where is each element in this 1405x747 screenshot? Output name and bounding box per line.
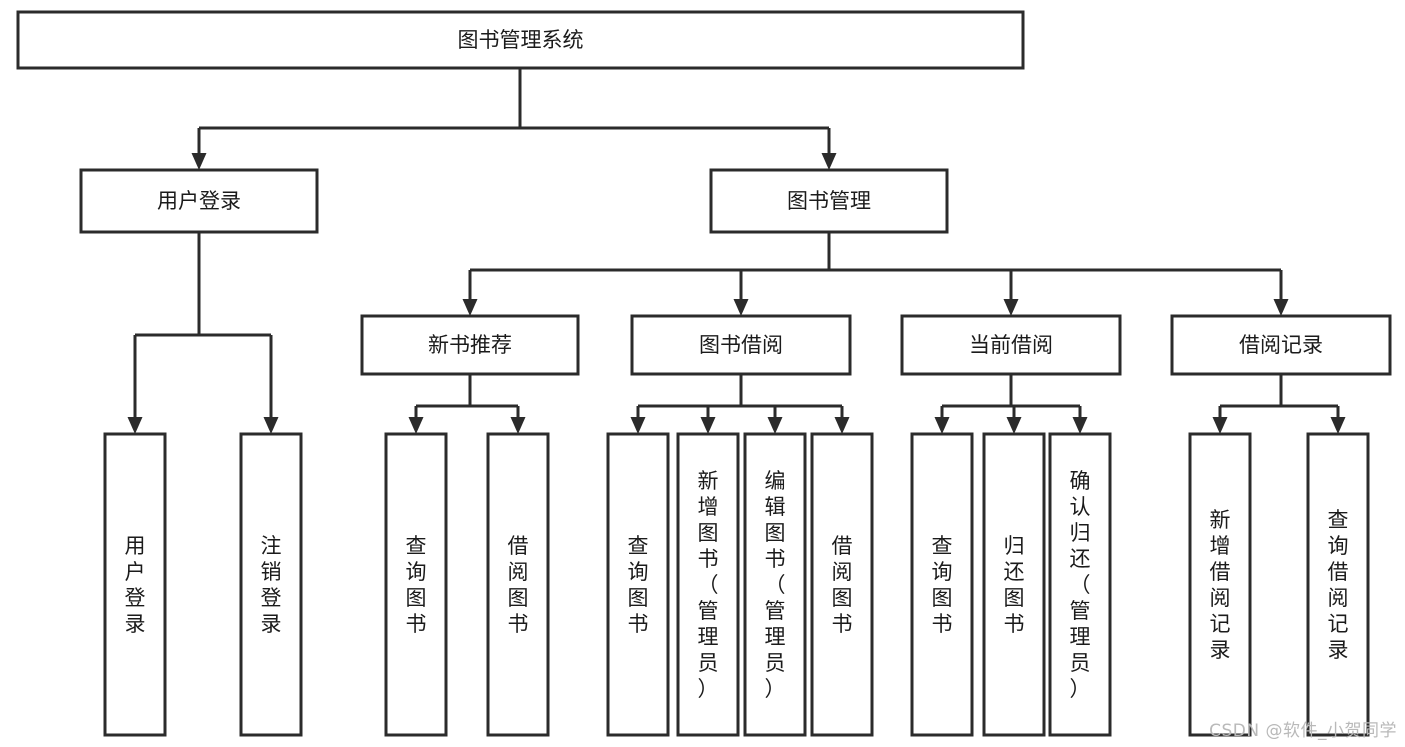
arrow-head-icon bbox=[1006, 417, 1022, 434]
node-box bbox=[79, 168, 319, 234]
node-label: 查询借阅记录 bbox=[1328, 508, 1349, 662]
node-label: 查询图书 bbox=[406, 534, 427, 636]
node-leaf-借阅图书[interactable]: 借阅图书 bbox=[810, 432, 874, 737]
node-box bbox=[1188, 432, 1252, 737]
connector-borrow-to-leaves bbox=[630, 374, 850, 434]
connector-bookmgmt-to-level3 bbox=[462, 232, 1289, 316]
node-box bbox=[982, 432, 1046, 737]
node-leaf-查询图书[interactable]: 查询图书 bbox=[384, 432, 448, 737]
node-level3-当前借阅[interactable]: 当前借阅 bbox=[900, 314, 1122, 376]
arrow-head-icon bbox=[1072, 417, 1088, 434]
node-label: 注销登录 bbox=[261, 534, 282, 636]
connector-layer bbox=[127, 68, 1346, 434]
arrow-head-icon bbox=[1330, 417, 1346, 434]
node-label: 查询图书 bbox=[932, 534, 953, 636]
node-box bbox=[910, 432, 974, 737]
node-box bbox=[1048, 432, 1112, 737]
arrow-head-icon bbox=[462, 299, 478, 316]
connector-userlogin-to-leaves bbox=[127, 232, 279, 434]
node-level3-新书推荐[interactable]: 新书推荐 bbox=[360, 314, 580, 376]
arrow-head-icon bbox=[700, 417, 716, 434]
node-leaf-用户登录[interactable]: 用户登录 bbox=[103, 432, 167, 737]
node-level2-用户登录[interactable]: 用户登录 bbox=[79, 168, 319, 234]
node-level2-图书管理[interactable]: 图书管理 bbox=[709, 168, 949, 234]
arrow-head-icon bbox=[127, 417, 143, 434]
node-box bbox=[103, 432, 167, 737]
node-leaf-新增图书管理员[interactable]: 新增图书（管理员） bbox=[676, 432, 740, 737]
connector-root-to-level2 bbox=[191, 68, 837, 170]
arrow-head-icon bbox=[767, 417, 783, 434]
node-label: 借阅图书 bbox=[508, 534, 529, 636]
node-label: 图书管理系统 bbox=[458, 28, 584, 52]
node-box bbox=[1170, 314, 1392, 376]
node-label: 图书管理 bbox=[787, 189, 871, 213]
node-box bbox=[384, 432, 448, 737]
node-box bbox=[1306, 432, 1370, 737]
node-box bbox=[630, 314, 852, 376]
node-leaf-查询图书[interactable]: 查询图书 bbox=[606, 432, 670, 737]
arrow-head-icon bbox=[934, 417, 950, 434]
node-box bbox=[486, 432, 550, 737]
arrow-head-icon bbox=[191, 153, 207, 170]
node-box bbox=[360, 314, 580, 376]
node-leaf-查询借阅记录[interactable]: 查询借阅记录 bbox=[1306, 432, 1370, 737]
node-label: 图书借阅 bbox=[699, 333, 783, 357]
node-label: 编辑图书（管理员） bbox=[765, 469, 786, 701]
node-label: 新增图书（管理员） bbox=[698, 469, 719, 701]
node-leaf-确认归还管理员[interactable]: 确认归还（管理员） bbox=[1048, 432, 1112, 737]
node-box bbox=[810, 432, 874, 737]
node-root-图书管理系统[interactable]: 图书管理系统 bbox=[16, 10, 1025, 70]
node-label: 用户登录 bbox=[157, 189, 241, 213]
node-label: 新增借阅记录 bbox=[1210, 508, 1231, 662]
node-label: 借阅图书 bbox=[832, 534, 853, 636]
arrow-head-icon bbox=[263, 417, 279, 434]
arrow-head-icon bbox=[1003, 299, 1019, 316]
node-leaf-新增借阅记录[interactable]: 新增借阅记录 bbox=[1188, 432, 1252, 737]
node-box bbox=[16, 10, 1025, 70]
arrow-head-icon bbox=[834, 417, 850, 434]
node-box bbox=[676, 432, 740, 737]
node-leaf-注销登录[interactable]: 注销登录 bbox=[239, 432, 303, 737]
node-label: 新书推荐 bbox=[428, 333, 512, 357]
connector-newbook-to-leaves bbox=[408, 374, 526, 434]
node-level3-图书借阅[interactable]: 图书借阅 bbox=[630, 314, 852, 376]
arrow-head-icon bbox=[1273, 299, 1289, 316]
arrow-head-icon bbox=[733, 299, 749, 316]
arrow-head-icon bbox=[510, 417, 526, 434]
node-leaf-查询图书[interactable]: 查询图书 bbox=[910, 432, 974, 737]
node-layer: 图书管理系统用户登录图书管理新书推荐图书借阅当前借阅借阅记录用户登录注销登录查询… bbox=[16, 10, 1392, 737]
node-leaf-归还图书[interactable]: 归还图书 bbox=[982, 432, 1046, 737]
node-box bbox=[743, 432, 807, 737]
node-label: 归还图书 bbox=[1004, 534, 1025, 636]
node-leaf-编辑图书管理员[interactable]: 编辑图书（管理员） bbox=[743, 432, 807, 737]
arrow-head-icon bbox=[630, 417, 646, 434]
node-box bbox=[900, 314, 1122, 376]
node-box bbox=[709, 168, 949, 234]
connector-records-to-leaves bbox=[1212, 374, 1346, 434]
node-label: 查询图书 bbox=[628, 534, 649, 636]
node-box bbox=[606, 432, 670, 737]
node-level3-借阅记录[interactable]: 借阅记录 bbox=[1170, 314, 1392, 376]
arrow-head-icon bbox=[821, 153, 837, 170]
connector-current-to-leaves bbox=[934, 374, 1088, 434]
arrow-head-icon bbox=[408, 417, 424, 434]
arrow-head-icon bbox=[1212, 417, 1228, 434]
node-leaf-借阅图书[interactable]: 借阅图书 bbox=[486, 432, 550, 737]
node-box bbox=[239, 432, 303, 737]
node-label: 借阅记录 bbox=[1239, 333, 1323, 357]
node-label: 确认归还（管理员） bbox=[1070, 469, 1091, 701]
node-label: 用户登录 bbox=[125, 534, 146, 636]
node-label: 当前借阅 bbox=[969, 333, 1053, 357]
